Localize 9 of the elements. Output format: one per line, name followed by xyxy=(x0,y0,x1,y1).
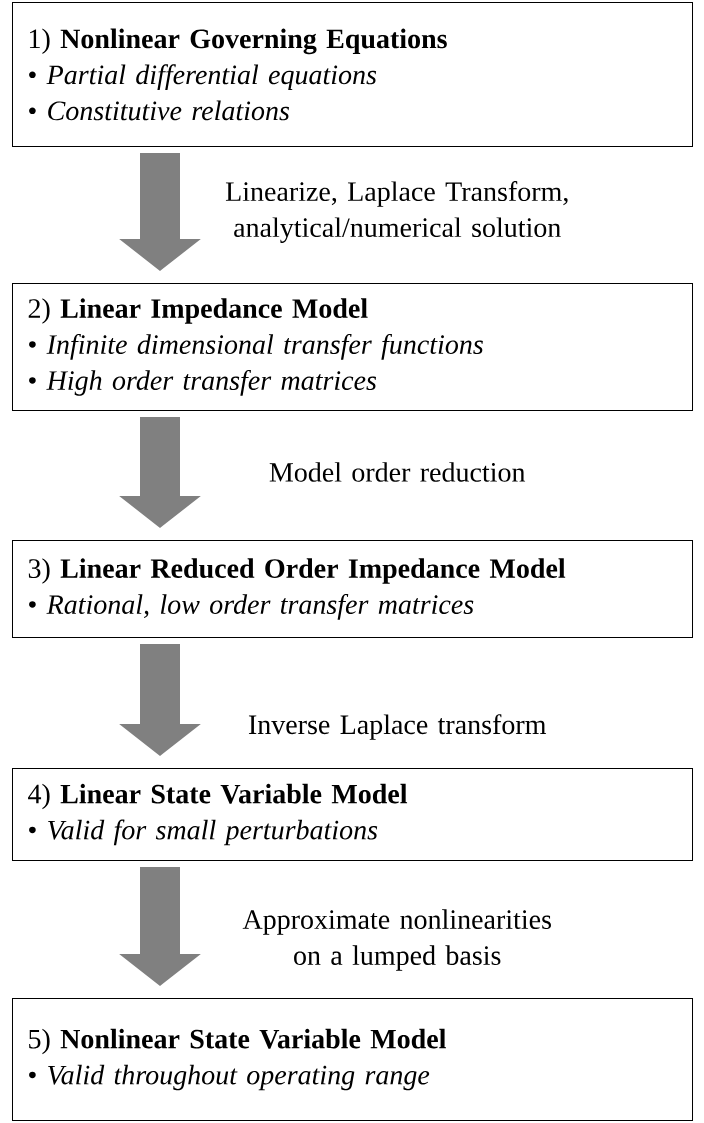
step-box: 1) Nonlinear Governing Equations • Partial differential equations • Constitutive relations xyxy=(12,2,693,147)
edge-label: Linearize, Laplace Transform, analytical/numerical solution xyxy=(225,181,568,243)
step-box: 4) Linear State Variable Model • Valid for small perturbations xyxy=(12,768,693,861)
step-box: 3) Linear Reduced Order Impedance Model • Rational, low order transfer matrices xyxy=(12,540,693,638)
step-box: 5) Nonlinear State Variable Model • Valid throughout operating range xyxy=(12,998,693,1121)
edge-label: Approximate nonlinearities on a lumped basis xyxy=(242,909,551,971)
step-box: 2) Linear Impedance Model • Infinite dimensional transfer functions • High order transfer matrices xyxy=(12,283,693,411)
edge-label: Model order reduction xyxy=(269,462,526,482)
edge-label: Inverse Laplace transform xyxy=(248,714,547,740)
